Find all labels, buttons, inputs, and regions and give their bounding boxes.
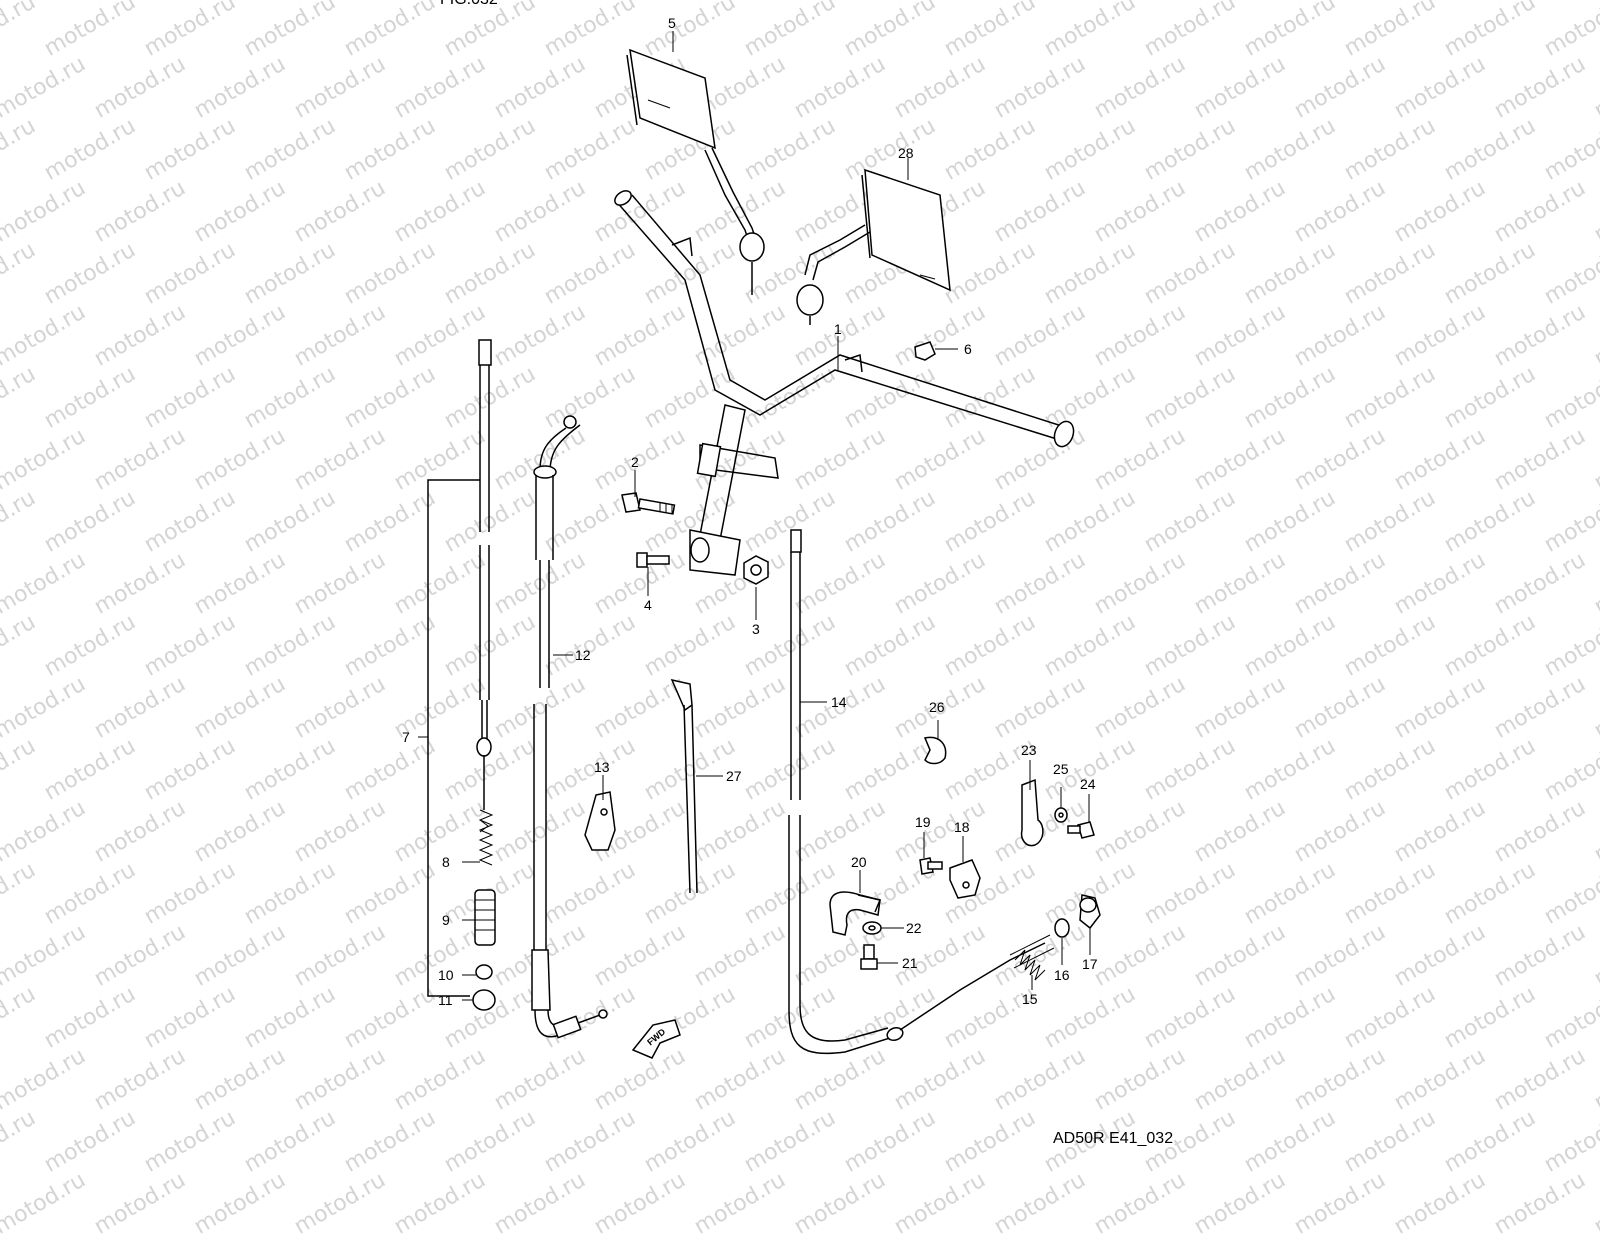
- callout-21: 21: [902, 955, 918, 971]
- callout-22: 22: [906, 920, 922, 936]
- washer-22[interactable]: [862, 921, 882, 935]
- mirror-right[interactable]: [796, 168, 951, 325]
- callout-15: 15: [1022, 991, 1038, 1007]
- throttle-cable-12[interactable]: [531, 415, 608, 1039]
- clamp-13[interactable]: [584, 791, 616, 851]
- diagram-drawing: [418, 31, 1101, 1059]
- bracket-23[interactable]: [1020, 778, 1044, 847]
- callout-bracket-7: [427, 479, 480, 997]
- handlebar[interactable]: [612, 188, 1077, 449]
- washer-25[interactable]: [1054, 807, 1068, 823]
- callout-14: 14: [831, 694, 847, 710]
- bracket-18[interactable]: [949, 859, 981, 899]
- callout-2: 2: [631, 454, 639, 470]
- cable-assembly-7[interactable]: [472, 339, 496, 1011]
- callout-16: 16: [1054, 967, 1070, 983]
- screw-21[interactable]: [860, 944, 878, 970]
- callout-5: 5: [668, 15, 676, 31]
- handlebar-post: [689, 404, 779, 576]
- callout-24: 24: [1080, 776, 1096, 792]
- cable-tie-27[interactable]: [670, 678, 698, 894]
- callout-1: 1: [834, 321, 842, 337]
- callout-26: 26: [929, 699, 945, 715]
- callout-8: 8: [442, 854, 450, 870]
- fwd-arrow: [631, 1019, 681, 1059]
- nut-3[interactable]: [743, 555, 769, 585]
- callout-19: 19: [915, 814, 931, 830]
- figure-header: FIG.032: [440, 0, 498, 9]
- callout-11: 11: [438, 992, 453, 1008]
- diagram-code: AD50R E41_032: [1053, 1130, 1174, 1147]
- spring-15[interactable]: [1009, 934, 1055, 981]
- callout-20: 20: [851, 854, 867, 870]
- callout-3: 3: [752, 621, 760, 637]
- callout-10: 10: [438, 967, 454, 983]
- callout-9: 9: [442, 912, 450, 928]
- callout-17: 17: [1082, 956, 1098, 972]
- callout-4: 4: [644, 597, 652, 613]
- leader-lines: [418, 31, 1091, 1001]
- adjuster-nut-17[interactable]: [1079, 894, 1101, 930]
- brake-cable-14[interactable]: [788, 529, 1046, 1055]
- callout-13: 13: [594, 759, 610, 775]
- cap-6[interactable]: [914, 341, 936, 361]
- callout-7: 7: [402, 729, 410, 745]
- bolt-2[interactable]: [621, 492, 676, 515]
- clamp-20[interactable]: [829, 891, 882, 936]
- callout-25: 25: [1053, 761, 1069, 777]
- callout-12: 12: [575, 647, 591, 663]
- callout-18: 18: [954, 819, 970, 835]
- bolt-4[interactable]: [636, 552, 670, 568]
- bolt-24[interactable]: [1067, 821, 1095, 839]
- screw-19[interactable]: [919, 857, 943, 875]
- clip-26[interactable]: [923, 736, 947, 765]
- pin-16[interactable]: [1054, 918, 1070, 938]
- callout-28: 28: [898, 145, 914, 161]
- mirror-left[interactable]: [626, 48, 765, 295]
- callout-27: 27: [726, 768, 742, 784]
- callout-6: 6: [964, 341, 972, 357]
- callout-23: 23: [1021, 742, 1037, 758]
